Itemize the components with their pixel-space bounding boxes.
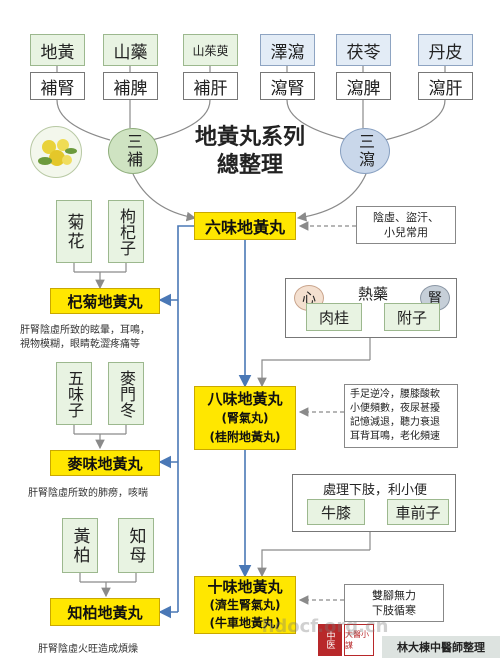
herb-fuling: 茯苓: [336, 34, 391, 66]
herb-maimendong-label: 麥門冬: [117, 369, 136, 418]
flower-icon: [30, 126, 82, 178]
watermark: hdocf.org.cn: [261, 616, 389, 637]
formula-maiwei: 麥味地黃丸: [50, 450, 160, 476]
note-shiwei-line: 雙腳無力: [372, 589, 416, 602]
herb-gouqizi: 枸杞子: [108, 200, 144, 263]
seal-xiaomou: 大醫小謀: [344, 624, 374, 656]
note-zhibai: 肝腎陰虛火旺造成煩燥: [38, 644, 138, 655]
herb-cheqianzi: 車前子: [387, 499, 449, 525]
note-qiju-line: 肝腎陰虛所致的眩暈，耳鳴，: [20, 325, 150, 336]
note-shiwei-line: 下肢循寒: [372, 604, 416, 617]
note-bawei-line: 記憶減退，聽力衰退: [350, 417, 440, 428]
heat-title: 熱藥: [357, 285, 388, 303]
note-bawei-line: 小便頻數，夜尿甚擾: [350, 403, 440, 414]
formula-shiwei: 十味地黃丸 (濟生腎氣丸) (牛車地黃丸): [194, 576, 296, 634]
action-xiepi: 瀉脾: [336, 72, 391, 100]
herb-dihuang: 地黃: [30, 34, 85, 66]
herb-gouqizi-label: 枸杞子: [117, 207, 136, 256]
title-line2: 總整理: [216, 153, 283, 178]
note-shiwei: 雙腳無力 下肢循寒: [344, 584, 444, 622]
herb-wuweizi: 五味子: [56, 362, 92, 425]
note-bawei: 手足逆冷，腰膝酸軟 小便頻數，夜尿甚擾 記憶減退，聽力衰退 耳背耳鳴，老化頻速: [344, 384, 458, 448]
note-qiju: 肝腎陰虛所致的眩暈，耳鳴， 視物模糊，眼睛乾澀疼痛等: [20, 324, 190, 352]
herb-niuxi: 牛膝: [307, 499, 365, 525]
formula-bawei-alias: (桂附地黃丸): [209, 429, 281, 444]
action-bushen: 補腎: [30, 72, 85, 100]
action-xiegan: 瀉肝: [418, 72, 473, 100]
note-qiju-line: 視物模糊，眼睛乾澀疼痛等: [20, 339, 140, 350]
seal-zhongyi: 中医: [318, 624, 342, 656]
herb-danpi: 丹皮: [418, 34, 473, 66]
herb-fuzi: 附子: [384, 303, 440, 331]
page-title: 地黃丸系列 總整理: [180, 124, 320, 180]
action-bugan: 補肝: [183, 72, 238, 100]
herb-rougui: 肉桂: [306, 303, 362, 331]
note-bawei-line: 手足逆冷，腰膝酸軟: [350, 389, 440, 400]
credit-label: 林大棟中醫師整理: [382, 636, 500, 658]
circle-sanxie: 三瀉: [340, 128, 390, 174]
formula-liuwei: 六味地黃丸: [194, 212, 296, 240]
formula-bawei-alias: (腎氣丸): [221, 410, 269, 425]
formula-shiwei-alias: (牛車地黃丸): [209, 616, 281, 630]
action-bupi: 補脾: [103, 72, 158, 100]
herb-zhimu: 知母: [118, 518, 154, 573]
circle-sanbu: 三補: [108, 128, 158, 174]
herb-juhua-label: 菊花: [63, 212, 84, 251]
herb-shanzhuyu: 山茱萸: [183, 34, 238, 66]
title-line1: 地黃丸系列: [194, 125, 305, 150]
herb-zexie: 澤瀉: [260, 34, 315, 66]
herb-wuweizi-label: 五味子: [65, 369, 84, 418]
heat-herb-group: 心 熱藥 腎 肉桂 附子: [285, 278, 457, 338]
formula-bawei-name: 八味地黃丸: [207, 389, 283, 408]
note-liuwei: 陰虛、盜汗、 小兒常用: [356, 206, 456, 244]
seal-zhongyi-text: 中医: [324, 631, 335, 649]
note-bawei-line: 耳背耳鳴，老化頻速: [350, 431, 440, 442]
note-maiwei: 肝腎陰虛所致的肺痨，咳喘: [28, 488, 148, 499]
circle-sanbu-label: 三補: [124, 133, 143, 169]
formula-shiwei-name: 十味地黃丸: [207, 578, 283, 596]
formula-zhibai: 知柏地黃丸: [50, 598, 160, 626]
note-liuwei-line: 陰虛、盜汗、: [373, 211, 439, 224]
circle-sanxie-label: 三瀉: [356, 133, 375, 169]
lower-herb-group: 處理下肢，利小便 牛膝 車前子: [292, 474, 456, 532]
action-xieshen: 瀉腎: [260, 72, 315, 100]
formula-qiju: 杞菊地黃丸: [50, 288, 160, 314]
herb-huangbai: 黃柏: [62, 518, 98, 573]
note-liuwei-line: 小兒常用: [384, 226, 428, 239]
herb-juhua: 菊花: [56, 200, 92, 263]
formula-bawei: 八味地黃丸 (腎氣丸) (桂附地黃丸): [194, 386, 296, 450]
herb-shanyao: 山藥: [103, 34, 158, 66]
herb-zhimu-label: 知母: [125, 526, 146, 565]
lower-title: 處理下肢，利小便: [322, 483, 427, 498]
formula-shiwei-alias: (濟生腎氣丸): [209, 598, 281, 612]
herb-huangbai-label: 黃柏: [69, 526, 90, 565]
herb-maimendong: 麥門冬: [108, 362, 144, 425]
